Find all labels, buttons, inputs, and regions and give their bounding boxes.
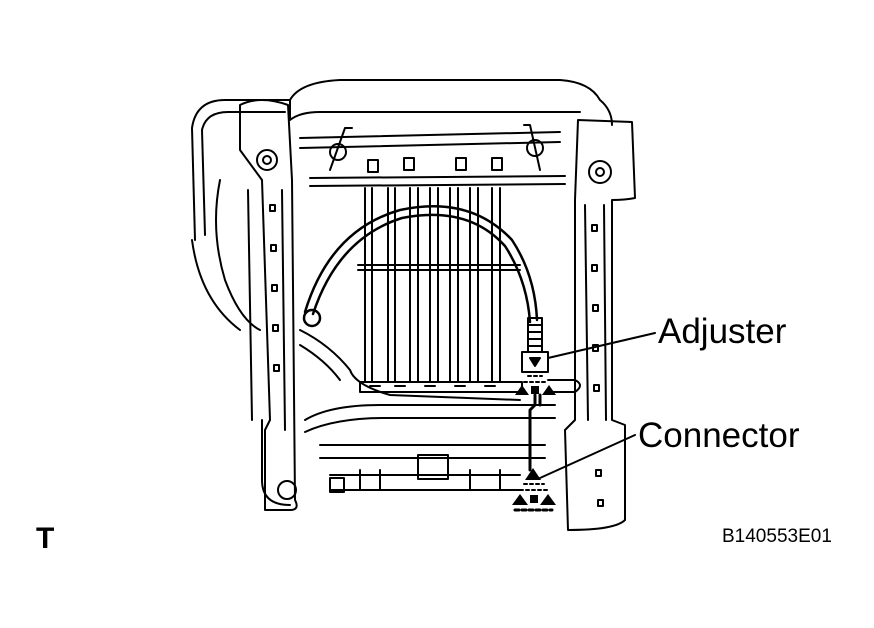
suspension-wires <box>357 187 523 393</box>
corner-mark-label: T <box>36 522 55 555</box>
figure-code-label: B140553E01 <box>722 526 832 547</box>
left-side-rail <box>239 99 298 511</box>
lower-frame <box>299 329 581 493</box>
adjuster-label: Adjuster <box>658 312 787 351</box>
seat-back-shell <box>191 79 613 331</box>
connector-wire <box>528 393 542 472</box>
adjuster-leader <box>547 332 656 359</box>
leader-lines <box>539 332 656 479</box>
connector-label: Connector <box>638 416 800 455</box>
top-cross-bar <box>299 124 566 187</box>
adjuster-unit <box>515 317 556 395</box>
connector-leader <box>539 434 636 479</box>
connector <box>512 468 556 512</box>
right-side-rail <box>564 119 636 531</box>
adjuster-cable <box>302 205 539 328</box>
